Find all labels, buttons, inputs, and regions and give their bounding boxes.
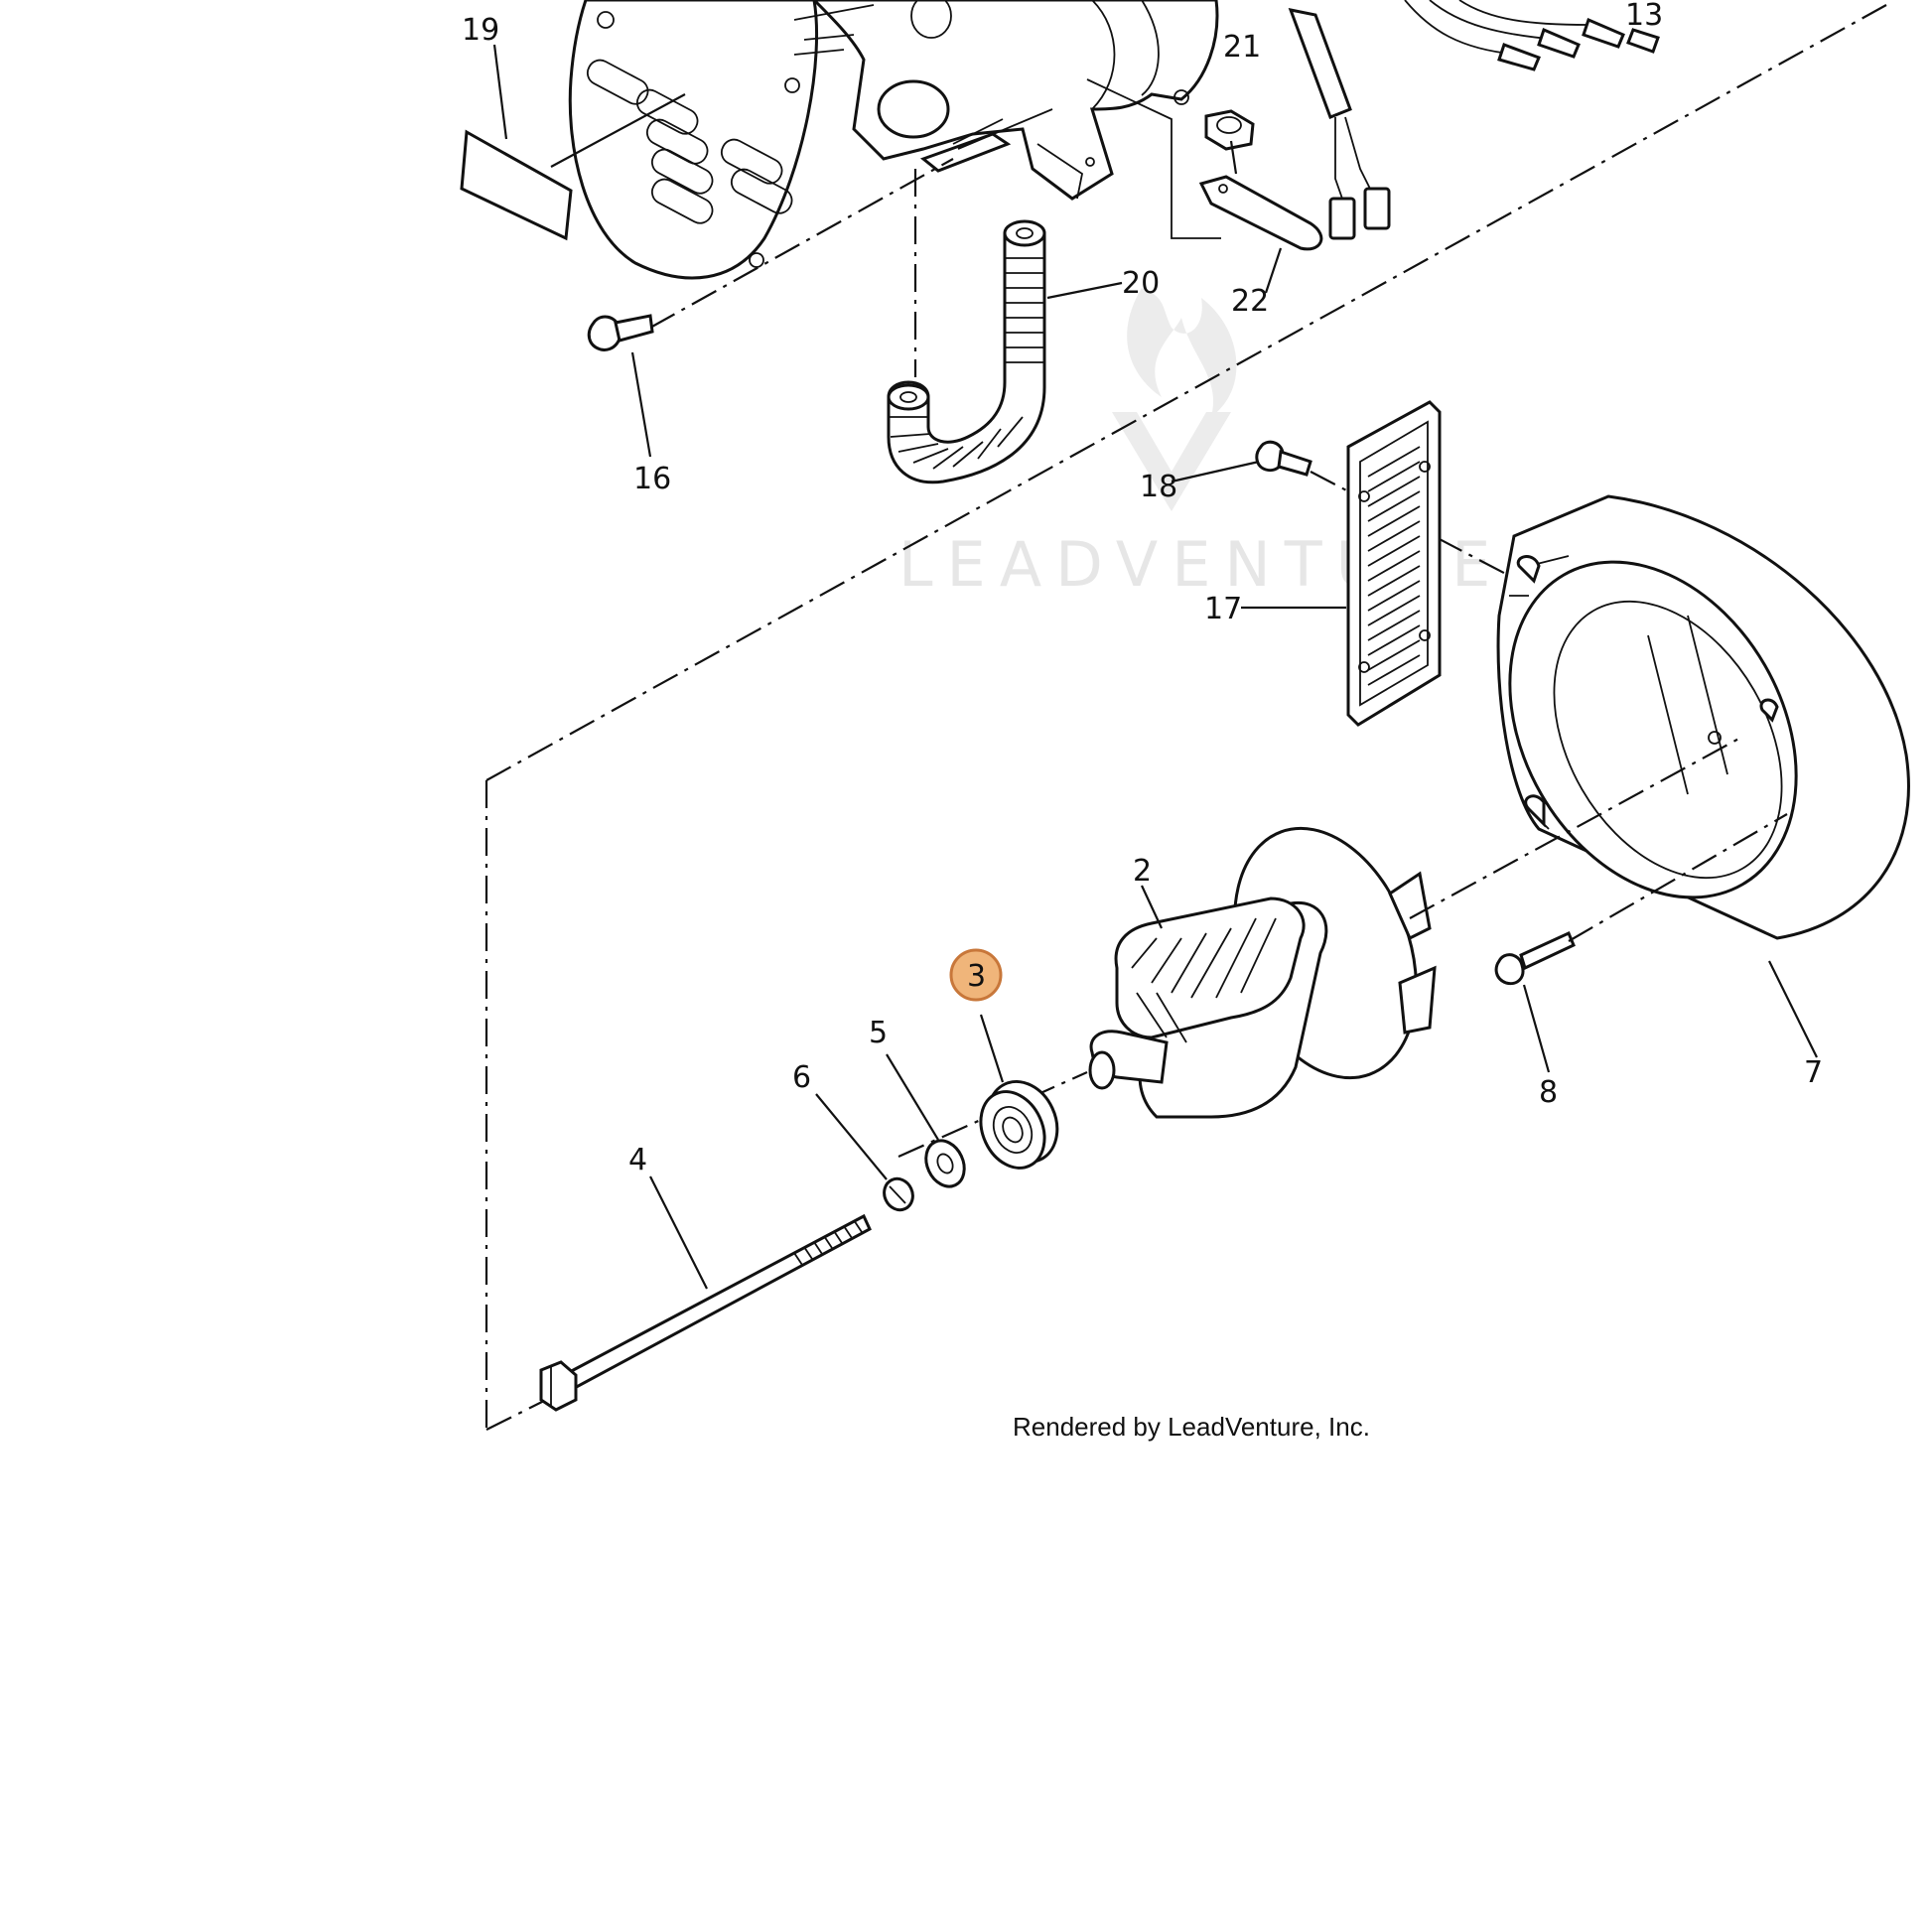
bolt-16 bbox=[587, 314, 654, 458]
bolt-8 bbox=[1494, 813, 1788, 1073]
label-16[interactable]: 16 bbox=[633, 462, 671, 496]
fan-housing bbox=[1496, 494, 1910, 1058]
bearing bbox=[979, 1014, 1059, 1170]
label-13[interactable]: 13 bbox=[1625, 0, 1663, 33]
highlight-marker bbox=[949, 948, 1003, 1002]
label-18[interactable]: 18 bbox=[1140, 470, 1177, 504]
part-labels: 2 3 4 5 6 7 8 13 16 17 18 19 20 21 22 bbox=[462, 0, 1823, 1177]
label-21[interactable]: 21 bbox=[1223, 30, 1261, 65]
centerline-top bbox=[649, 158, 954, 329]
flex-hose bbox=[887, 219, 1123, 484]
watermark-v-icon bbox=[1112, 412, 1231, 511]
ground-tab bbox=[1198, 140, 1323, 294]
label-17[interactable]: 17 bbox=[1204, 592, 1242, 626]
credit-text: Rendered by LeadVenture, Inc. bbox=[1013, 1412, 1370, 1442]
washer bbox=[886, 1053, 966, 1188]
label-3[interactable]: 3 bbox=[967, 959, 986, 994]
label-2[interactable]: 2 bbox=[1133, 854, 1152, 889]
label-plate bbox=[460, 44, 573, 241]
generator-housing bbox=[784, 0, 1219, 201]
label-19[interactable]: 19 bbox=[462, 13, 499, 48]
nut bbox=[1204, 109, 1255, 151]
grille-cover bbox=[1241, 400, 1442, 727]
label-5[interactable]: 5 bbox=[869, 1016, 888, 1050]
label-22[interactable]: 22 bbox=[1231, 284, 1269, 319]
label-6[interactable]: 6 bbox=[792, 1060, 811, 1095]
label-4[interactable]: 4 bbox=[628, 1143, 647, 1177]
through-bolt bbox=[539, 1175, 872, 1412]
label-8[interactable]: 8 bbox=[1539, 1075, 1558, 1110]
label-7[interactable]: 7 bbox=[1804, 1055, 1823, 1090]
label-20[interactable]: 20 bbox=[1122, 266, 1160, 301]
wire-leads bbox=[919, 78, 1221, 239]
end-cover bbox=[550, 0, 819, 280]
bolt-18 bbox=[1171, 440, 1520, 582]
wire-harness bbox=[1288, 0, 1660, 240]
lock-washer bbox=[815, 1093, 914, 1212]
watermark-logo-icon bbox=[1127, 288, 1237, 417]
rotor bbox=[1088, 736, 1743, 1119]
